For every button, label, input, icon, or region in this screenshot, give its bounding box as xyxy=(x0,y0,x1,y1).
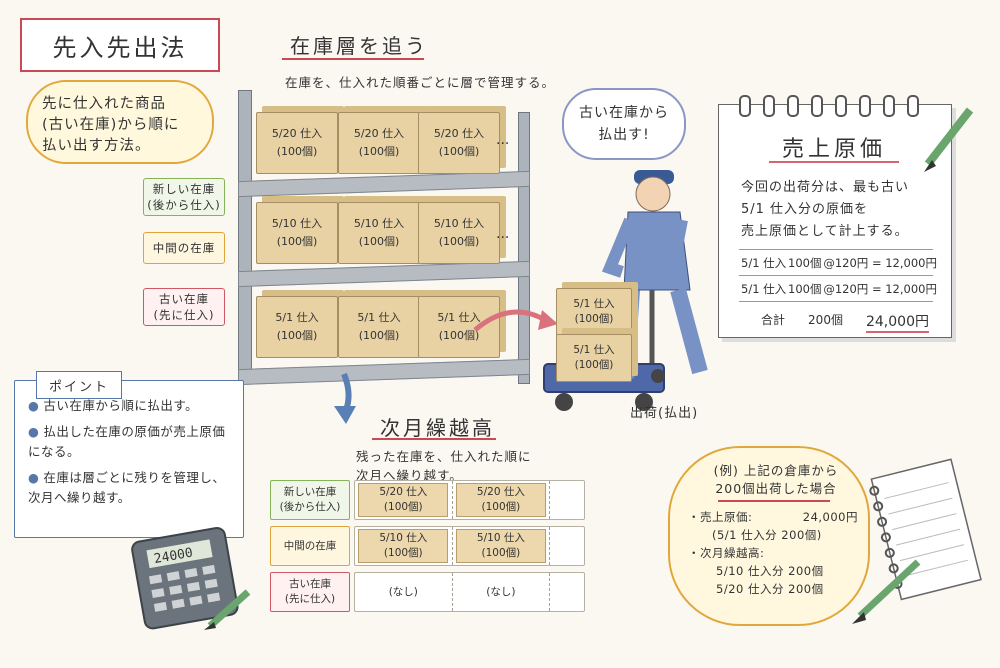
layers-heading-underline xyxy=(282,58,424,60)
memo-title: 売上原価 xyxy=(781,137,886,162)
tag-old-line2: (先に仕入) xyxy=(153,308,215,322)
carryover-cell: 5/10 仕入(100個) xyxy=(455,529,546,563)
tag-new-line2: (後から仕入) xyxy=(147,198,221,212)
tag-new-stock: 新しい在庫 (後から仕入) xyxy=(143,178,225,216)
shelf-post-left xyxy=(238,90,252,372)
pencil-icon xyxy=(852,559,921,624)
cart-box-bottom: 5/1 仕入(100個) xyxy=(556,334,632,382)
shelf-box-bottom: 5/1 仕入(100個) xyxy=(256,296,338,358)
ellipsis-top: ... xyxy=(496,132,510,148)
row-label: 中間の在庫 xyxy=(270,526,350,566)
calculator-display: 24000 xyxy=(153,546,194,568)
example-cloud: (例) 上記の倉庫から 200個出荷した場合 ・売上原価:24,000円 (5/… xyxy=(668,446,870,626)
layers-heading: 在庫層を追う xyxy=(290,34,428,58)
ship-arrow-icon xyxy=(473,309,558,332)
speech-line1: 古い在庫から xyxy=(579,105,669,121)
row-label: 古い在庫(先に仕入) xyxy=(270,572,350,612)
carryover-cell: 5/20 仕入(100個) xyxy=(358,483,449,517)
shelf-box-middle: 5/10 仕入(100個) xyxy=(418,202,500,264)
shelf-box-top: 5/20 仕入(100個) xyxy=(418,112,500,174)
example-title: (例) 上記の倉庫から 200個出荷した場合 xyxy=(713,463,839,496)
shelf-box-bottom: 5/1 仕入(100個) xyxy=(338,296,420,358)
shelf-beam-bottom xyxy=(238,358,530,386)
shelf-box-middle: 5/10 仕入(100個) xyxy=(256,202,338,264)
pencil-icon xyxy=(204,589,251,630)
carryover-row-new: 新しい在庫(後から仕入) 5/20 仕入(100個) 5/20 仕入(100個) xyxy=(270,480,585,520)
carryover-subtext: 残った在庫を、仕入れた順に 次月へ繰り越す。 xyxy=(356,449,532,483)
page-title: 先入先出法 xyxy=(20,18,220,72)
key-point-item: ●古い在庫から順に払出す。 xyxy=(28,398,199,413)
calculator-icon: 24000 xyxy=(131,526,239,630)
notebook-icon xyxy=(869,458,982,601)
tag-middle-stock: 中間の在庫 xyxy=(143,232,225,264)
carryover-row-old: 古い在庫(先に仕入) (なし) (なし) xyxy=(270,572,585,612)
carryover-arrow-icon xyxy=(334,372,356,424)
carryover-cell: 5/20 仕入(100個) xyxy=(455,483,546,517)
tag-old-stock: 古い在庫 (先に仕入) xyxy=(143,288,225,326)
cart-box-top: 5/1 仕入(100個) xyxy=(556,288,632,336)
shelf-beam-middle xyxy=(238,260,530,288)
tag-new-line1: 新しい在庫 xyxy=(152,182,216,196)
memo-title-underline xyxy=(769,161,899,163)
key-point-item: ●在庫は層ごとに残りを管理し、次月へ繰り越す。 xyxy=(28,470,226,505)
definition-cloud: 先に仕入れた商品 (古い在庫)から順に 払い出す方法。 xyxy=(26,80,214,164)
cogs-memo-pad: 売上原価 今回の出荷分は、最も古い 5/1 仕入分の原価を 売上原価として計上す… xyxy=(718,95,952,338)
speech-line2: 払出す! xyxy=(598,127,650,143)
carryover-heading: 次月繰越高 xyxy=(380,416,495,440)
layers-subtext: 在庫を、仕入れた順番ごとに層で管理する。 xyxy=(285,75,556,90)
shelf-beam-top xyxy=(238,170,530,198)
carryover-cell: 5/10 仕入(100個) xyxy=(358,529,449,563)
shelf-box-middle: 5/10 仕入(100個) xyxy=(338,202,420,264)
shelf-post-right xyxy=(518,112,530,384)
shelf-box-bottom: 5/1 仕入(100個) xyxy=(418,296,500,358)
ellipsis-middle: ... xyxy=(496,226,510,242)
example-body: ・売上原価:24,000円 (5/1 仕入分 200個) ・次月繰越高: 5/1… xyxy=(688,510,858,596)
carryover-cell-empty: (なし) xyxy=(355,573,453,611)
memo-rule xyxy=(739,301,933,302)
key-points-heading: ポイント xyxy=(36,371,122,399)
shelf-box-top: 5/20 仕入(100個) xyxy=(338,112,420,174)
row-label: 新しい在庫(後から仕入) xyxy=(270,480,350,520)
key-point-item: ●払出した在庫の原価が売上原価になる。 xyxy=(28,424,226,459)
definition-line: 払い出す方法。 xyxy=(42,138,151,154)
key-points-list: ●古い在庫から順に払出す。 ●払出した在庫の原価が売上原価になる。 ●在庫は層ご… xyxy=(28,396,236,514)
shelf-box-top: 5/20 仕入(100個) xyxy=(256,112,338,174)
tag-old-line1: 古い在庫 xyxy=(159,292,209,306)
carryover-row-middle: 中間の在庫 5/10 仕入(100個) 5/10 仕入(100個) xyxy=(270,526,585,566)
pencil-icon xyxy=(924,107,974,172)
worker-speech-bubble: 古い在庫から 払出す! xyxy=(562,88,686,160)
definition-line: (古い在庫)から順に xyxy=(42,117,180,133)
memo-rule xyxy=(739,275,933,276)
carryover-cell-empty: (なし) xyxy=(453,573,551,611)
memo-text: 今回の出荷分は、最も古い 5/1 仕入分の原価を 売上原価として計上する。 xyxy=(741,180,910,239)
key-points-card xyxy=(14,380,244,538)
definition-line: 先に仕入れた商品 xyxy=(42,96,166,112)
carryover-table: 新しい在庫(後から仕入) 5/20 仕入(100個) 5/20 仕入(100個)… xyxy=(270,480,585,618)
shipment-label: 出荷(払出) xyxy=(630,406,699,421)
memo-total-amount: 24,000円 xyxy=(865,311,929,333)
carryover-heading-underline xyxy=(372,438,496,440)
example-title-underline xyxy=(718,500,830,502)
memo-rule xyxy=(739,249,933,250)
tag-mid-line1: 中間の在庫 xyxy=(152,241,216,255)
